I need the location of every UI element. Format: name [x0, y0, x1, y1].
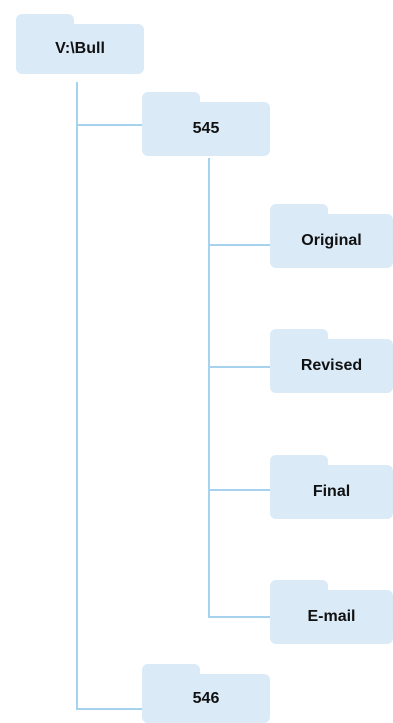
connector-to-revised: [208, 366, 270, 368]
folder-label-original: Original: [270, 214, 393, 268]
folder-final[interactable]: Final: [270, 455, 393, 519]
connector-545-trunk: [208, 158, 210, 618]
connector-to-545: [76, 124, 142, 126]
folder-label-final: Final: [270, 465, 393, 519]
folder-original[interactable]: Original: [270, 204, 393, 268]
folder-546[interactable]: 546: [142, 664, 270, 723]
connector-root-trunk: [76, 82, 78, 710]
folder-label-545: 545: [142, 102, 270, 156]
connector-to-546: [76, 708, 142, 710]
connector-to-email: [208, 616, 270, 618]
folder-email[interactable]: E-mail: [270, 580, 393, 644]
folder-label-email: E-mail: [270, 590, 393, 644]
folder-revised[interactable]: Revised: [270, 329, 393, 393]
folder-label-546: 546: [142, 674, 270, 723]
connector-to-final: [208, 489, 270, 491]
folder-545[interactable]: 545: [142, 92, 270, 156]
folder-label-root: V:\Bull: [16, 24, 144, 74]
connector-to-original: [208, 244, 270, 246]
folder-root[interactable]: V:\Bull: [16, 14, 144, 74]
folder-label-revised: Revised: [270, 339, 393, 393]
